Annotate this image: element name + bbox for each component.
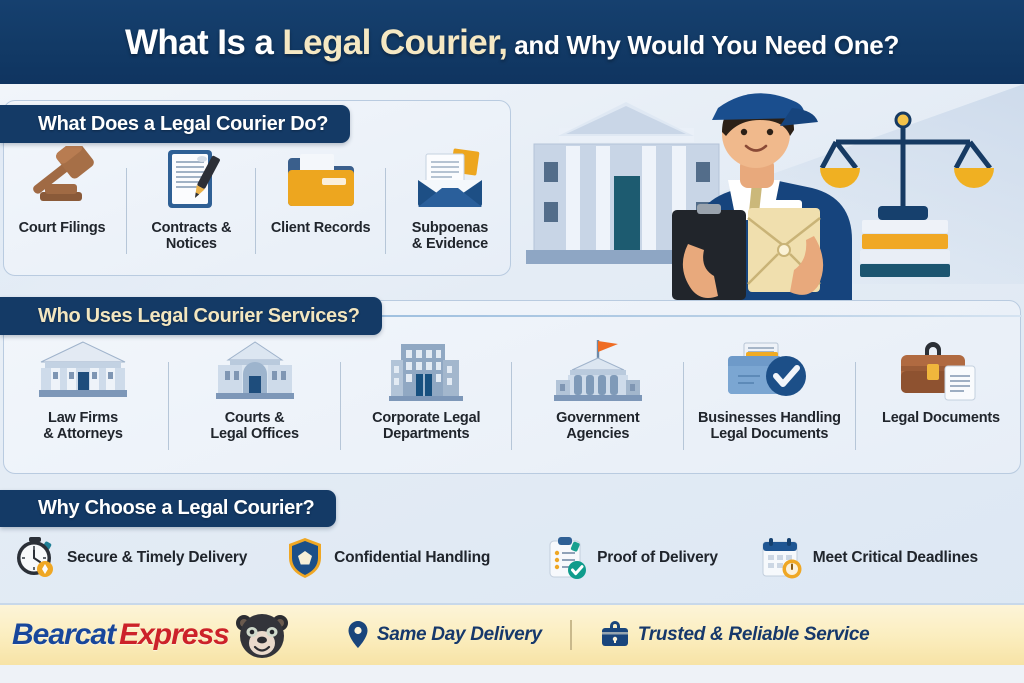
item-label: Legal Documents — [882, 410, 1000, 426]
scale-pan-left — [820, 168, 860, 188]
section-2-heading: Who Uses Legal Courier Services? — [0, 297, 382, 335]
item-law-firms-attorneys[interactable]: Law Firms & Attorneys — [8, 340, 158, 442]
feature-secure-timely-delivery[interactable]: Secure & Timely Delivery — [14, 536, 247, 580]
item-subpoenas-evidence[interactable]: Subpoenas & Evidence — [394, 146, 506, 252]
title-part1: What Is a — [124, 22, 283, 62]
divider — [339, 362, 341, 450]
law-books — [860, 220, 950, 277]
item-label: Contracts & Notices — [151, 220, 232, 253]
hero-illustration — [504, 84, 1024, 300]
title-part2: and Why Would You Need One? — [507, 29, 900, 60]
item-label: Courts & Legal Offices — [210, 410, 299, 443]
section-3-heading-text: Why Choose a Legal Courier? — [38, 497, 315, 519]
footer-bar: Bearcat Express Same Da — [0, 603, 1024, 665]
page-header: What Is a Legal Courier, and Why Would Y… — [0, 0, 1024, 84]
courthouse-columns-icon — [39, 341, 127, 397]
footer-label: Trusted & Reliable Service — [637, 624, 870, 645]
item-label: Client Records — [270, 220, 371, 236]
item-label: Businesses Handling Legal Documents — [697, 410, 841, 443]
section-1-items: Court Filings Contracts & Notices — [6, 146, 506, 254]
envelope-documents-icon — [417, 148, 482, 207]
stopwatch-icon — [17, 537, 53, 577]
briefcase-document-icon — [900, 342, 976, 401]
item-label: Subpoenas & Evidence — [411, 220, 489, 253]
feature-label: Secure & Timely Delivery — [67, 549, 248, 566]
divider — [854, 362, 856, 450]
divider — [255, 168, 257, 254]
folder-icon — [287, 154, 354, 206]
briefcase-lock-icon — [601, 621, 628, 646]
footer-trusted-reliable-service[interactable]: Trusted & Reliable Service — [600, 620, 870, 650]
office-building-icon — [389, 344, 464, 401]
section-1-heading-text: What Does a Legal Courier Do? — [38, 112, 329, 135]
scales-of-justice — [819, 122, 992, 212]
feature-label: Proof of Delivery — [597, 549, 718, 566]
item-label: Law Firms & Attorneys — [43, 410, 123, 443]
divider — [168, 362, 170, 450]
divider — [126, 168, 128, 254]
item-legal-documents[interactable]: Legal Documents — [866, 340, 1016, 426]
contract-pen-icon — [168, 150, 221, 208]
section-1-heading: What Does a Legal Courier Do? — [0, 105, 351, 143]
gavel-icon — [33, 146, 94, 201]
item-label: Corporate Legal Departments — [372, 410, 481, 443]
footer-same-day-delivery[interactable]: Same Day Delivery — [347, 620, 542, 650]
feature-meet-critical-deadlines[interactable]: Meet Critical Deadlines — [760, 536, 978, 580]
footer-underline — [0, 665, 1024, 683]
shield-lock-icon — [289, 538, 322, 578]
logo-express: Express — [119, 618, 230, 651]
clipboard-check-icon — [549, 537, 587, 579]
section-3-heading: Why Choose a Legal Courier? — [0, 490, 337, 527]
item-client-records[interactable]: Client Records — [265, 146, 377, 236]
courthouse — [526, 102, 728, 264]
section-2-items: Law Firms & Attorneys Courts & Legal Off… — [8, 340, 1016, 450]
item-courts-legal-offices[interactable]: Courts & Legal Offices — [180, 340, 330, 442]
feature-confidential-handling[interactable]: Confidential Handling — [285, 536, 490, 580]
hero-illustration-svg — [526, 93, 994, 300]
section-2-rule — [374, 315, 1022, 317]
divider — [683, 362, 685, 450]
divider — [384, 168, 386, 254]
scale-pan-right — [954, 168, 994, 188]
bearcat-mascot-icon — [235, 614, 288, 658]
item-corporate-legal-departments[interactable]: Corporate Legal Departments — [351, 340, 501, 442]
brand-logo[interactable]: Bearcat Express — [12, 609, 291, 661]
feature-label: Confidential Handling — [334, 549, 491, 566]
section-3-items: Secure & Timely Delivery Confidential Ha… — [8, 536, 978, 580]
folder-check-icon — [728, 342, 807, 396]
title-highlight: Legal Courier, — [282, 22, 508, 62]
footer-separator — [569, 620, 572, 650]
courthouse-dome-icon — [215, 341, 294, 399]
item-contracts-notices[interactable]: Contracts & Notices — [135, 146, 247, 252]
divider — [511, 362, 513, 450]
logo-bearcat: Bearcat — [12, 618, 116, 651]
item-businesses-handling-legal-documents[interactable]: Businesses Handling Legal Documents — [694, 340, 844, 442]
feature-label: Meet Critical Deadlines — [812, 549, 978, 566]
calendar-clock-icon — [762, 538, 802, 579]
footer-label: Same Day Delivery — [376, 624, 542, 645]
government-building-flag-icon — [553, 340, 642, 401]
item-government-agencies[interactable]: Government Agencies — [523, 340, 673, 442]
section-2-heading-text: Who Uses Legal Courier Services? — [38, 304, 360, 327]
location-pin-icon — [348, 621, 368, 648]
feature-proof-of-delivery[interactable]: Proof of Delivery — [546, 536, 718, 580]
item-label: Court Filings — [18, 220, 106, 236]
courier-person — [672, 93, 852, 300]
item-court-filings[interactable]: Court Filings — [6, 146, 118, 236]
page-title: What Is a Legal Courier, and Why Would Y… — [125, 25, 899, 60]
item-label: Government Agencies — [556, 410, 640, 443]
